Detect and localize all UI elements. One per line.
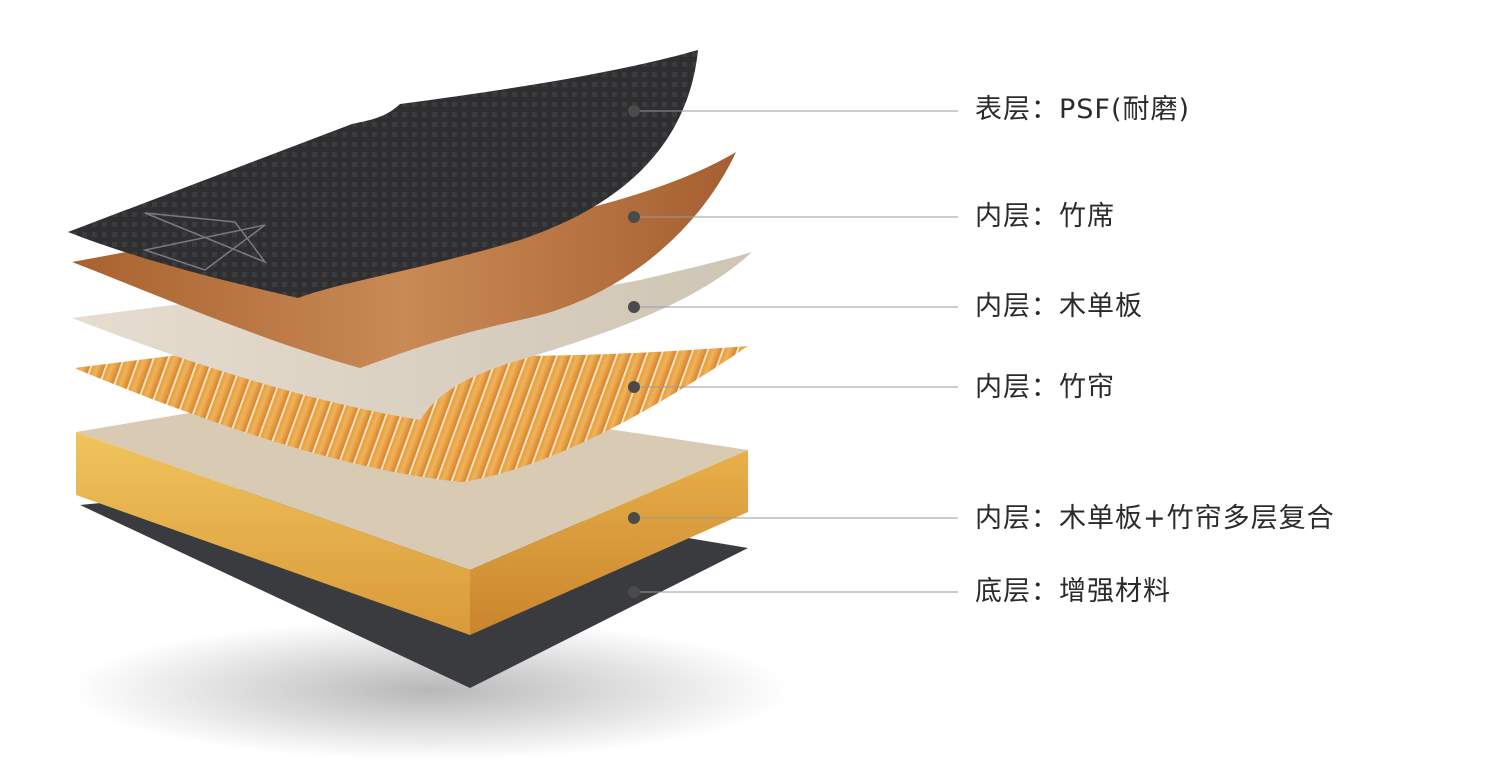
drop-shadow <box>70 620 790 760</box>
composite-side-shape <box>470 450 748 635</box>
anchor-dot <box>628 512 640 524</box>
layer-label-composite: 内层：木单板+竹帘多层复合 <box>975 503 1335 534</box>
layer-label-surface: 表层：PSF(耐磨) <box>975 94 1191 125</box>
brand-emblem-inner <box>142 224 266 271</box>
anchor-dots <box>628 105 640 598</box>
anchor-dot <box>628 105 640 117</box>
leader-lines <box>634 110 958 593</box>
anchor-dot <box>628 301 640 313</box>
layer-label-bamboo-mat: 内层：竹席 <box>975 201 1115 232</box>
composite-front-shape <box>76 432 470 635</box>
anchor-dot <box>628 586 640 598</box>
layer-label-veneer: 内层：木单板 <box>975 291 1143 322</box>
anchor-dot <box>628 381 640 393</box>
surface-layer-shape <box>68 50 698 298</box>
anchor-dot <box>628 211 640 223</box>
layer-label-base: 底层：增强材料 <box>975 576 1171 607</box>
layer-label-bamboo-curtain: 内层：竹帘 <box>975 372 1115 403</box>
